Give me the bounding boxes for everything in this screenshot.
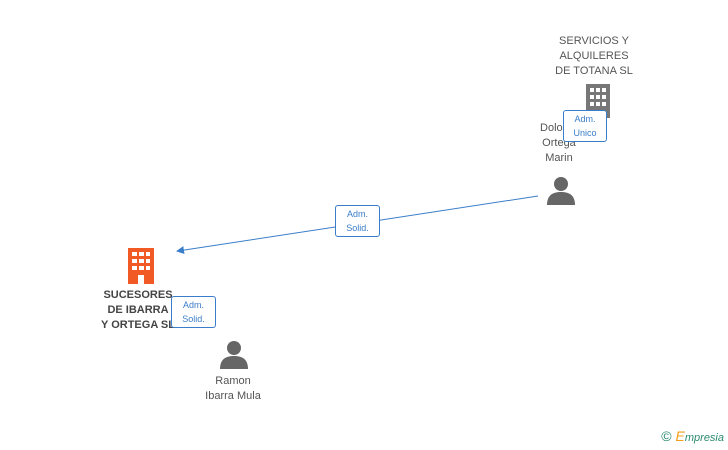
person-icon[interactable] bbox=[546, 175, 576, 205]
building-icon[interactable] bbox=[126, 248, 156, 284]
copyright-symbol: © bbox=[661, 428, 672, 444]
role-badge-adm-solid-ramon: Adm. Solid. bbox=[171, 296, 216, 328]
person-icon[interactable] bbox=[219, 339, 249, 369]
brand-initial: E bbox=[675, 428, 685, 444]
role-badge-adm-unico: Adm. Unico bbox=[563, 110, 607, 142]
company-sucesores-label[interactable]: SUCESORES DE IBARRA Y ORTEGA SL bbox=[101, 289, 175, 331]
company-servicios-label[interactable]: SERVICIOS Y ALQUILERES DE TOTANA SL bbox=[555, 35, 633, 77]
brand-name: mpresia bbox=[684, 432, 724, 444]
role-badge-adm-solid-edge: Adm. Solid. bbox=[335, 205, 380, 237]
empresia-logo[interactable]: ©Empresia bbox=[661, 428, 724, 444]
person-ramon-label[interactable]: Ramon Ibarra Mula bbox=[205, 375, 261, 402]
